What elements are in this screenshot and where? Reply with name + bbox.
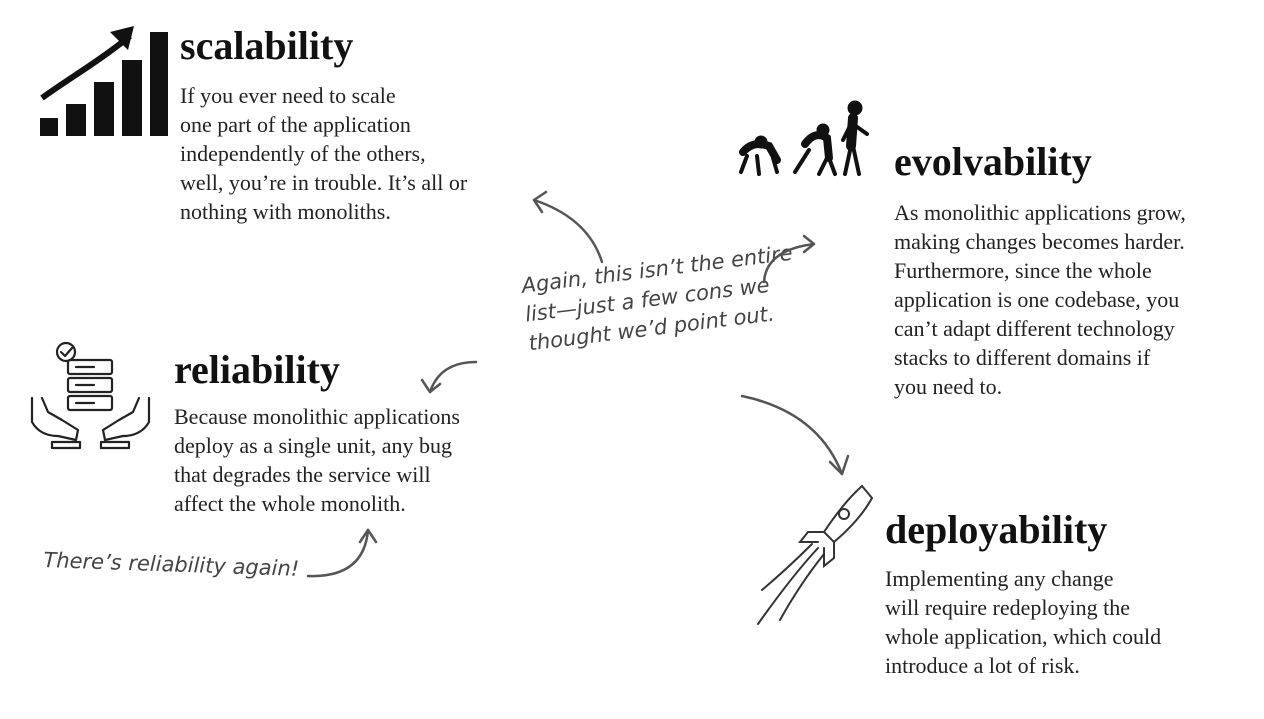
arrow-to-deployability-icon <box>740 394 850 476</box>
deployability-title: deployability <box>885 507 1108 552</box>
evolvability-body: As monolithic applications grow, making … <box>894 200 1186 399</box>
hands-server-icon <box>30 341 151 450</box>
reliability-again-note: There’s reliability again! <box>43 547 300 581</box>
reliability-body: Because monolithic applications deploy a… <box>174 404 460 516</box>
evolvability-title: evolvability <box>894 139 1092 184</box>
rocket-icon <box>757 484 874 625</box>
evolvability-section: evolvability As monolithic applications … <box>894 142 1186 401</box>
deployability-section: deployability Implementing any change wi… <box>885 510 1161 680</box>
reliability-title: reliability <box>174 347 340 392</box>
scalability-body: If you ever need to scale one part of th… <box>180 83 468 224</box>
arrow-to-scalability-icon <box>532 190 604 264</box>
arrow-to-reliability-icon <box>420 360 478 394</box>
deployability-body: Implementing any change will require red… <box>885 566 1162 678</box>
growth-chart-icon <box>40 26 168 136</box>
arrow-to-evolvability-icon <box>762 234 816 284</box>
arrow-to-reliability-body-icon <box>306 528 378 578</box>
evolution-icon <box>739 100 869 176</box>
scalability-section: scalability If you ever need to scale on… <box>180 26 467 226</box>
scalability-title: scalability <box>180 23 354 68</box>
reliability-section: reliability Because monolithic applicati… <box>174 350 460 518</box>
